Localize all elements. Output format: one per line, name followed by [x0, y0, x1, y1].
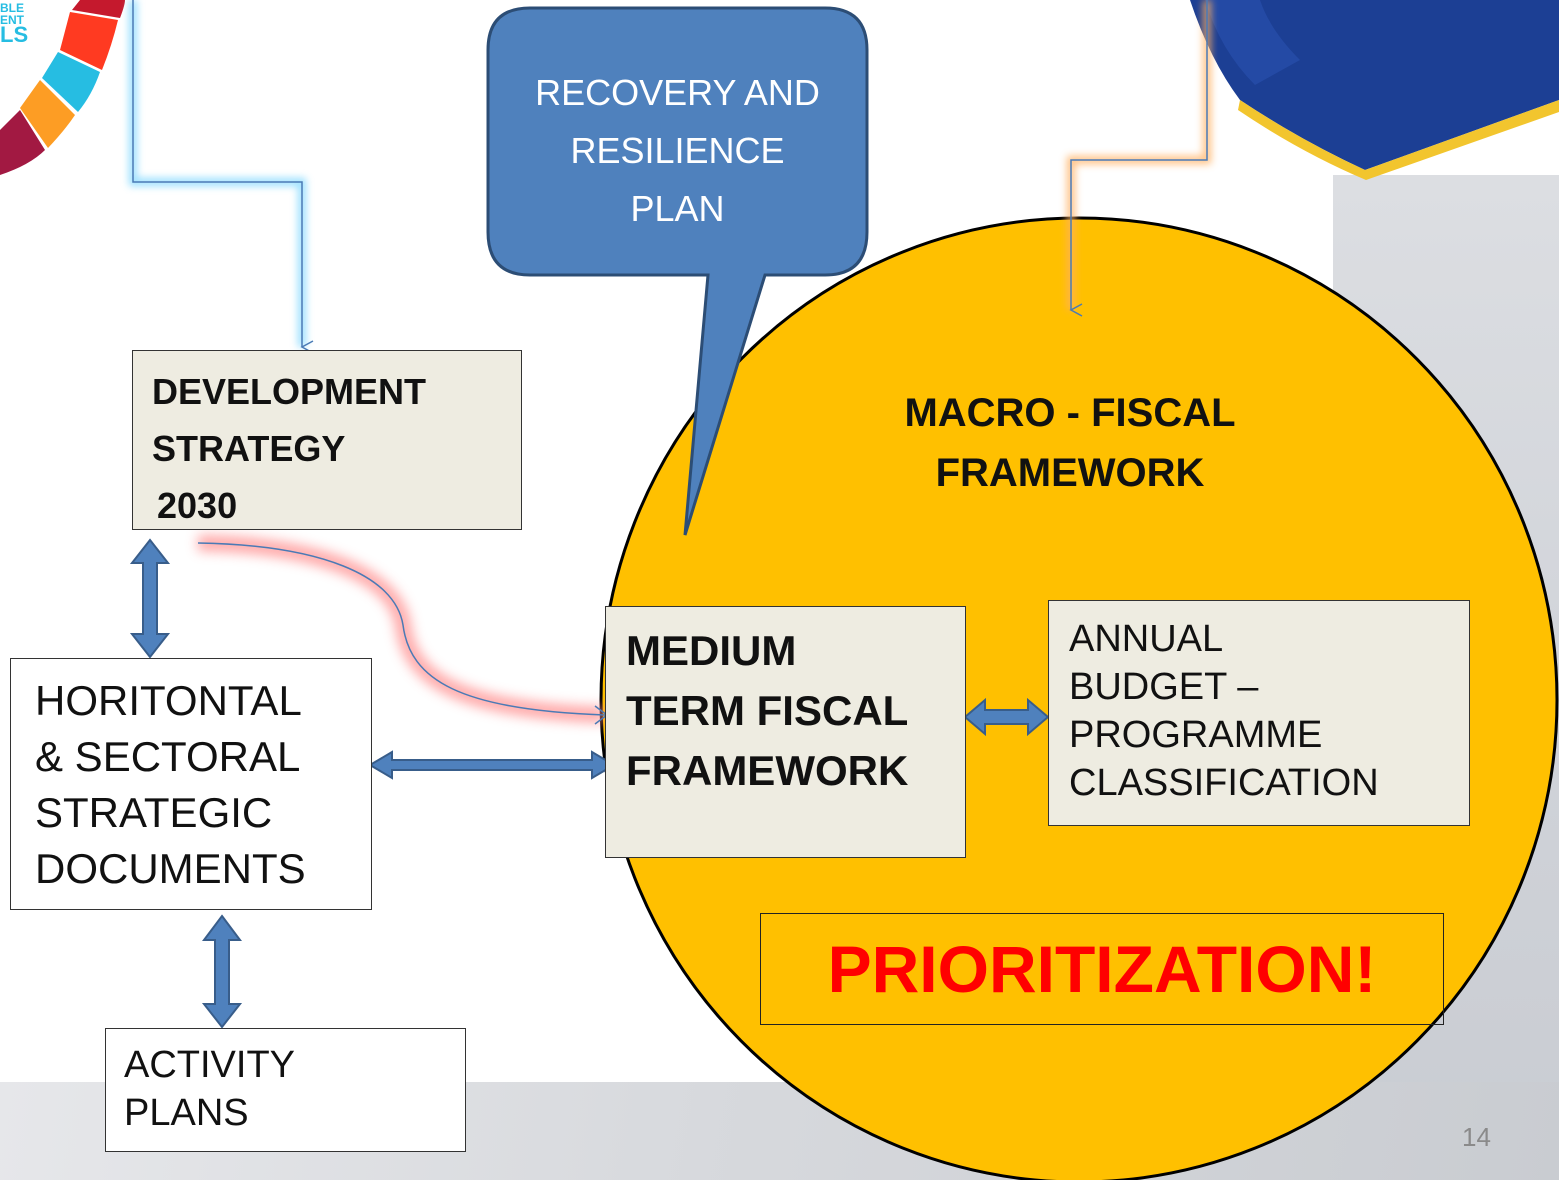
- activity-line-1: ACTIVITY: [124, 1044, 296, 1086]
- macro-fiscal-line-2: FRAMEWORK: [935, 451, 1205, 495]
- callout-text: RECOVERY AND RESILIENCE PLAN: [488, 64, 867, 238]
- development-strategy-box: DEVELOPMENT STRATEGY 2030: [132, 350, 522, 530]
- svg-text:ENT: ENT: [0, 13, 25, 27]
- medium-term-fiscal-box: MEDIUM TERM FISCAL FRAMEWORK: [605, 606, 966, 858]
- horizontal-line-3: STRATEGIC: [35, 789, 273, 836]
- callout-line-3: PLAN: [630, 188, 725, 229]
- callout-line-2: RESILIENCE: [570, 130, 785, 171]
- book-connector-arrow: [1069, 0, 1208, 317]
- sdg-logo-icon: BLE ENT LS: [0, 0, 125, 175]
- page-number: 14: [1462, 1122, 1491, 1152]
- activity-plans-box: ACTIVITY PLANS: [105, 1028, 466, 1152]
- horizontal-line-4: DOCUMENTS: [35, 845, 306, 892]
- activity-line-2: PLANS: [124, 1092, 249, 1134]
- horizontal-line-2: & SECTORAL: [35, 733, 301, 780]
- double-arrow-vertical-top: [129, 538, 171, 659]
- callout-line-1: RECOVERY AND: [535, 72, 820, 113]
- medium-term-line-1: MEDIUM: [626, 627, 797, 674]
- recovery-plan-callout: [486, 6, 869, 536]
- annual-budget-box: ANNUAL BUDGET – PROGRAMME CLASSIFICATION: [1048, 600, 1470, 826]
- prioritization-box: PRIORITIZATION!: [760, 913, 1444, 1025]
- development-strategy-line-1: DEVELOPMENT: [152, 371, 427, 412]
- double-arrow-horizontal-left: [368, 750, 616, 780]
- annual-budget-line-1: ANNUAL: [1069, 618, 1224, 660]
- svg-text:LS: LS: [0, 22, 28, 47]
- double-arrow-vertical-bottom: [201, 914, 243, 1029]
- horizontal-sectoral-box: HORITONTAL & SECTORAL STRATEGIC DOCUMENT…: [10, 658, 372, 910]
- annual-budget-line-3: PROGRAMME: [1069, 714, 1323, 756]
- prioritization-text: PRIORITIZATION!: [827, 932, 1377, 1006]
- development-strategy-line-2: STRATEGY: [152, 428, 346, 469]
- macro-fiscal-line-1: MACRO - FISCAL: [904, 391, 1236, 435]
- strategy-to-mtff-curve: [197, 542, 606, 716]
- medium-term-line-2: TERM FISCAL: [626, 687, 909, 734]
- sdg-connector-arrow: [132, 0, 314, 354]
- medium-term-line-3: FRAMEWORK: [626, 747, 909, 794]
- sdg-logo-text: BLE: [0, 1, 24, 15]
- horizontal-line-1: HORITONTAL: [35, 677, 302, 724]
- annual-budget-line-2: BUDGET –: [1069, 666, 1259, 708]
- annual-budget-line-4: CLASSIFICATION: [1069, 762, 1379, 804]
- book-image-icon: [1190, 0, 1559, 180]
- macro-fiscal-title: MACRO - FISCAL FRAMEWORK: [840, 383, 1300, 503]
- development-strategy-line-3: 2030: [157, 485, 238, 526]
